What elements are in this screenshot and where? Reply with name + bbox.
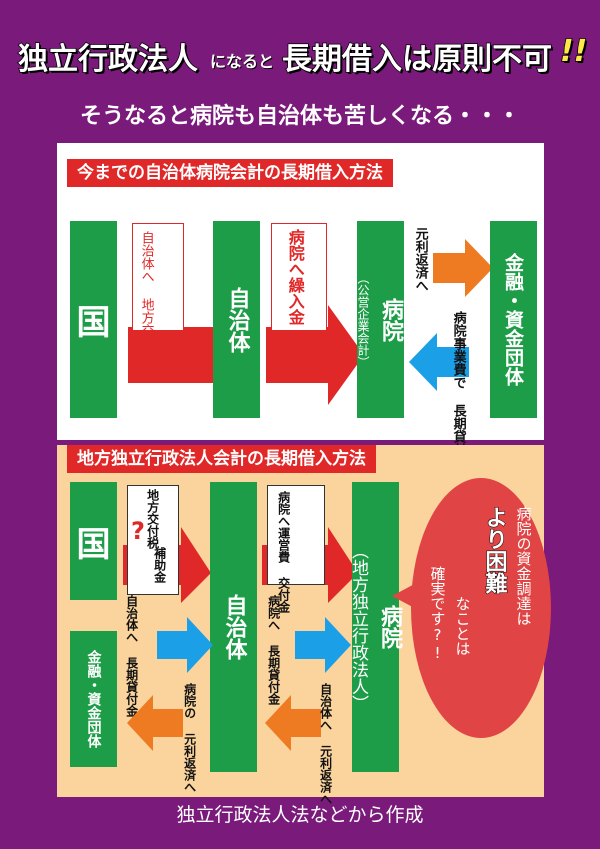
title-exclamation: !! [559, 33, 588, 70]
box-byoin-2: 病院 （地方独立行政法人） [348, 482, 402, 772]
label-box-kuriire [271, 223, 327, 331]
box-byoin: 病院 （公営企業会計） [356, 221, 404, 418]
box-kinyu: 金融・資金団体 [490, 221, 537, 418]
bubble-line-1: 病院の資金調達は [514, 506, 533, 626]
bubble-emphasis: より困難 [481, 506, 507, 595]
bubble-line-4: 確実です?! [428, 566, 447, 662]
label-byoin-henzai: 病院の 元利返済へ [182, 683, 197, 793]
box-jichitai-2: 自治体 [210, 482, 257, 772]
box-kuni-2: 国 [70, 482, 117, 600]
label-uneihi: 病院へ運営費 交付金 [276, 491, 291, 613]
title-part-2: になると [210, 52, 275, 71]
label-henzai: 元利返済へ [412, 227, 428, 292]
subtitle: そうなると病院も自治体も苦しくなる・・・ [79, 104, 520, 129]
box-kuni: 国 [70, 221, 117, 418]
label-jichitai-kashitsuke: 自治体へ 長期貸付金 [124, 595, 139, 717]
arrow-jichitai-to-byoin-loan [295, 617, 351, 673]
label-kuriire: 病院へ繰入金 [285, 229, 305, 325]
label-kashitsuke: 病院事業費で 長期貸付金 [450, 311, 466, 469]
arrow-kinyu-to-byoin [409, 333, 469, 393]
page-title: 独立行政法人 になると 長期借入は原則不可 !! [0, 28, 600, 78]
label-box-uneihi [267, 485, 325, 585]
arrow-byoin-to-jichitai-repay [265, 695, 321, 751]
arrow-kinyu-to-jichitai [157, 617, 213, 673]
footer-source: 独立行政法人法などから作成 [176, 804, 424, 826]
box-kinyu-2: 金融・資金団体 [70, 631, 117, 767]
bubble-line-3: なことは [453, 596, 472, 656]
arrow-byoin-to-kinyu [433, 239, 493, 299]
label-kofuzei-2: 地方交付税 [145, 489, 160, 549]
label-kofuzei: 自治体へ 地方交付税 [138, 231, 154, 363]
label-box-hojokin [127, 485, 179, 595]
question-mark: ? [131, 517, 145, 545]
label-byoin-kashitsuke: 病院へ 長期貸付金 [266, 595, 281, 705]
title-part-1: 独立行政法人 [17, 41, 199, 78]
label-jichitai-henzai: 自治体へ 元利返済へ [318, 683, 333, 805]
label-hojokin: 補助金 [152, 547, 167, 583]
arrow-jichitai-to-kinyu [127, 695, 183, 751]
section-heading-traditional: 今までの自治体病院会計の長期借入方法 [67, 159, 393, 187]
warning-bubble: 病院の資金調達は より困難 なことは 確実です?! [411, 478, 551, 738]
title-part-3: 長期借入は原則不可 [281, 41, 553, 78]
label-box-kofuzei [132, 223, 184, 331]
panel-traditional: 今までの自治体病院会計の長期借入方法 国 自治体へ 地方交付税 自治体 病院へ繰… [57, 143, 544, 469]
section-heading-independent: 地方独立行政法人会計の長期借入方法 [67, 445, 376, 473]
box-jichitai: 自治体 [213, 221, 260, 418]
